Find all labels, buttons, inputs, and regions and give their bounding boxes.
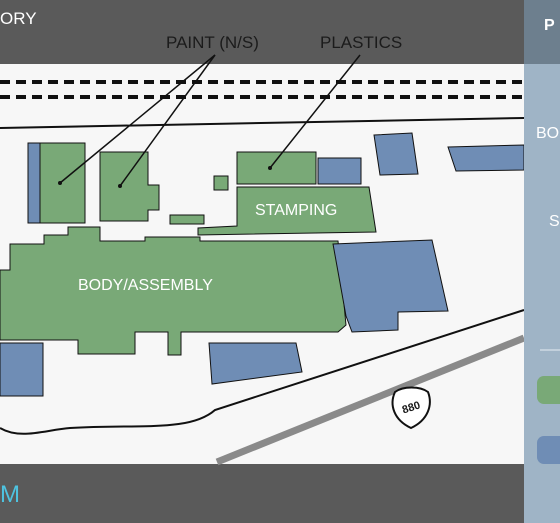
footer-brand: M: [0, 481, 20, 508]
legend-panel-header: [524, 0, 560, 64]
legend-item-body: BO: [536, 125, 559, 142]
footer-bar: [0, 464, 524, 523]
legend-item-s: S: [549, 213, 560, 230]
blue-building-north-1: [317, 157, 362, 185]
blue-building-south-west: [0, 342, 44, 397]
blue-building-north-3: [447, 144, 525, 172]
small-building-b: [169, 214, 205, 225]
stamping-building: [197, 186, 377, 236]
blue-building-east: [332, 239, 449, 333]
stamping-label: STAMPING: [255, 202, 337, 219]
property-boundary-south: [0, 309, 525, 435]
paint-leader-line-1: [59, 54, 216, 184]
header-bar: [0, 0, 524, 64]
small-building-a: [213, 175, 229, 191]
property-boundary-north: [0, 117, 525, 129]
plastics-building: [236, 151, 317, 185]
paint-south-building: [99, 151, 160, 222]
header-title: ORY: [0, 9, 37, 28]
blue-building-south: [208, 342, 303, 385]
highway-880-road: [215, 334, 526, 466]
body-assembly-building: [0, 226, 347, 356]
highway-880-number: 880: [401, 399, 422, 416]
paint-leader-line-2: [119, 54, 216, 187]
paint-label: PAINT (N/S): [166, 33, 259, 52]
body-assembly-label: BODY/ASSEMBLY: [78, 277, 213, 294]
plastics-leader-dot: [268, 166, 272, 170]
blue-building-north-2: [373, 132, 419, 176]
paint-leader-dot-1: [58, 181, 62, 185]
paint-leader-dot-2: [118, 184, 122, 188]
legend-swatch-green: [537, 376, 560, 404]
legend-swatch-blue: [537, 436, 560, 464]
plastics-label: PLASTICS: [320, 33, 402, 52]
legend-heading: P: [544, 17, 555, 34]
highway-880-shield: 880: [391, 386, 431, 430]
paint-north-building: [39, 142, 86, 224]
legend-panel: [524, 0, 560, 523]
plastics-leader-line: [269, 54, 361, 169]
paint-side-building: [27, 142, 41, 224]
